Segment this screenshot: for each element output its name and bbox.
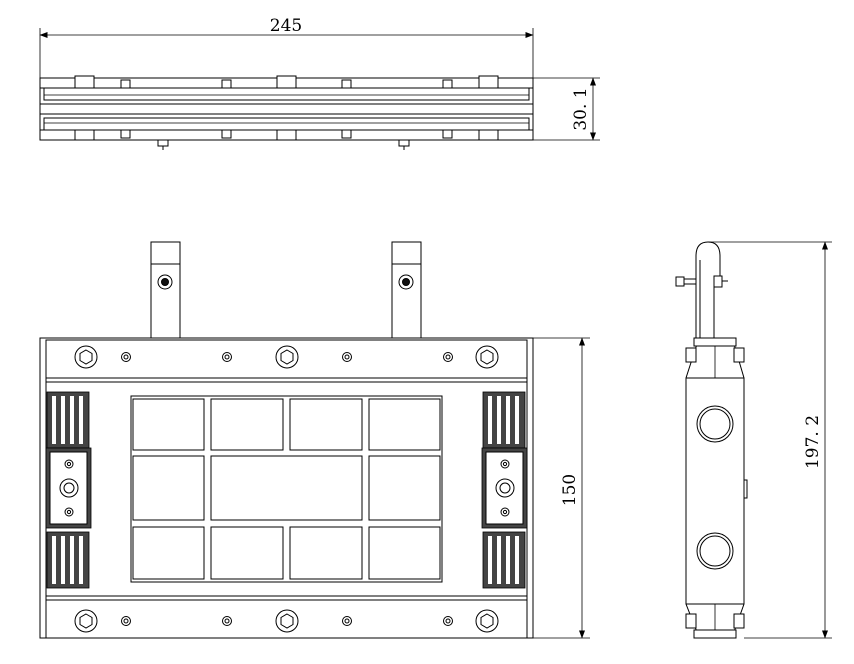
cable-gland-icon bbox=[696, 532, 734, 570]
front-view: 150 bbox=[39, 241, 590, 639]
side-view: 197. 2 bbox=[675, 241, 832, 639]
hex-bolt-icon bbox=[74, 609, 98, 633]
mounting-bracket-right bbox=[391, 241, 422, 339]
cable-gland-icon bbox=[696, 405, 734, 443]
width-dimension-label: 245 bbox=[270, 16, 302, 36]
hex-bolt-icon bbox=[475, 345, 499, 369]
screw-holes-top bbox=[121, 352, 453, 362]
led-lens-grid bbox=[130, 395, 443, 583]
hex-bolt-icon bbox=[74, 345, 98, 369]
side-bracket bbox=[695, 241, 721, 338]
top-view: 245 30. 1 bbox=[39, 16, 600, 150]
vent-slots-right bbox=[482, 391, 526, 589]
hex-bolt-icon bbox=[275, 609, 299, 633]
side-plate-right bbox=[481, 447, 528, 529]
total-height-dimension-label: 197. 2 bbox=[803, 415, 823, 469]
bracket-bolt-icon bbox=[157, 274, 173, 290]
mounting-bracket-left bbox=[150, 241, 181, 339]
bolt-icon bbox=[398, 139, 410, 147]
bracket-bolt-icon bbox=[398, 274, 414, 290]
bolt-icon bbox=[157, 139, 169, 147]
side-plate-left bbox=[45, 447, 92, 529]
screw-holes-bottom bbox=[121, 616, 453, 626]
hex-bolt-icon bbox=[475, 609, 499, 633]
vent-slots-left bbox=[46, 391, 90, 589]
thickness-dimension-label: 30. 1 bbox=[571, 87, 591, 130]
height-dimension-label: 150 bbox=[560, 474, 580, 506]
hex-bolt-icon bbox=[275, 345, 299, 369]
side-body bbox=[685, 343, 745, 633]
